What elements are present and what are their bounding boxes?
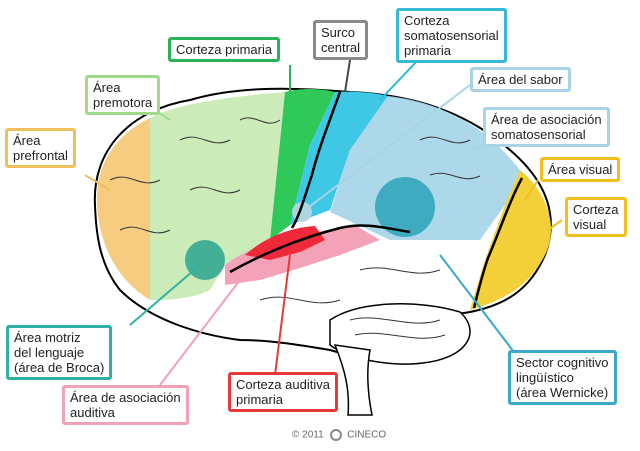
lateral-fissure-line <box>229 224 411 274</box>
label-area-motriz-lenguaje-line-1: Área motriz <box>14 330 81 345</box>
label-corteza-auditiva: Corteza auditiva primaria <box>228 372 338 412</box>
label-sector-cognitivo-line-1: Sector cognitivo <box>516 355 609 370</box>
pointer-lines <box>84 59 563 386</box>
region-premotora <box>150 92 285 300</box>
label-area-asociacion-somatosensorial-line-1: Área de asociación <box>491 112 602 127</box>
copyright-text: © 2011 <box>292 429 324 441</box>
label-corteza-auditiva-line-1: Corteza auditiva <box>236 377 330 392</box>
region-somatosensorial <box>290 91 388 226</box>
region-motora <box>270 89 335 240</box>
label-corteza-primaria: Corteza primaria <box>168 37 281 62</box>
label-surco-central-line-1: Surco <box>321 25 355 40</box>
label-corteza-visual: Corteza visual <box>565 197 627 237</box>
label-area-motriz-lenguaje-line-2: del lenguaje <box>14 345 85 360</box>
label-area-premotora-line-2: premotora <box>93 95 153 110</box>
label-area-premotora: Área premotora <box>85 75 161 115</box>
label-surco-central-line-2: central <box>321 40 361 55</box>
occipital-line <box>472 177 524 309</box>
label-area-prefrontal-line-2: prefrontal <box>13 148 68 163</box>
brainstem <box>333 344 373 416</box>
cineco-logo-icon <box>330 429 343 441</box>
label-area-visual: Área visual <box>540 157 621 182</box>
label-sector-cognitivo-line-3: (área Wernicke) <box>516 385 609 400</box>
gyri <box>109 117 481 339</box>
label-corteza-somatosensorial-line-3: primaria <box>404 43 451 58</box>
label-corteza-somatosensorial-line-2: somatosensorial <box>404 28 499 43</box>
label-sector-cognitivo: Sector cognitivo lingüístico (área Werni… <box>508 350 617 405</box>
label-area-asociacion-auditiva-line-2: auditiva <box>70 405 115 420</box>
label-area-prefrontal: Área prefrontal <box>5 128 76 168</box>
label-area-sabor: Área del sabor <box>470 67 571 92</box>
label-area-asociacion-auditiva-line-1: Área de asociación <box>70 390 181 405</box>
region-wernicke <box>375 177 435 237</box>
region-auditiva <box>245 226 325 260</box>
central-sulcus-line <box>290 91 342 229</box>
label-sector-cognitivo-line-2: lingüístico <box>516 370 574 385</box>
label-area-sabor-line-1: Área del sabor <box>478 72 563 87</box>
label-area-asociacion-somatosensorial-line-2: somatosensorial <box>491 127 586 142</box>
label-corteza-primaria-line-1: Corteza primaria <box>176 42 273 57</box>
region-asociacion-auditiva <box>225 225 380 285</box>
label-area-prefrontal-line-1: Área <box>13 133 41 148</box>
copyright-notice: © 2011 CINECO <box>292 429 386 441</box>
label-corteza-somatosensorial: Corteza somatosensorial primaria <box>396 8 507 63</box>
label-surco-central: Surco central <box>313 20 369 60</box>
label-corteza-somatosensorial-line-1: Corteza <box>404 13 450 28</box>
label-area-premotora-line-1: Área <box>93 80 121 95</box>
label-area-motriz-lenguaje-line-3: (área de Broca) <box>14 360 105 375</box>
copyright-brand: CINECO <box>347 429 387 441</box>
label-area-asociacion-auditiva: Área de asociación auditiva <box>62 385 189 425</box>
label-corteza-visual-line-1: Corteza <box>573 202 619 217</box>
label-area-visual-line-1: Área visual <box>548 162 613 177</box>
label-area-motriz-lenguaje: Área motriz del lenguaje (área de Broca) <box>6 325 113 380</box>
label-corteza-visual-line-2: visual <box>573 217 607 232</box>
label-area-asociacion-somatosensorial: Área de asociación somatosensorial <box>483 107 610 147</box>
region-visual <box>470 170 551 310</box>
label-corteza-auditiva-line-2: primaria <box>236 392 283 407</box>
region-prefrontal <box>96 118 150 300</box>
